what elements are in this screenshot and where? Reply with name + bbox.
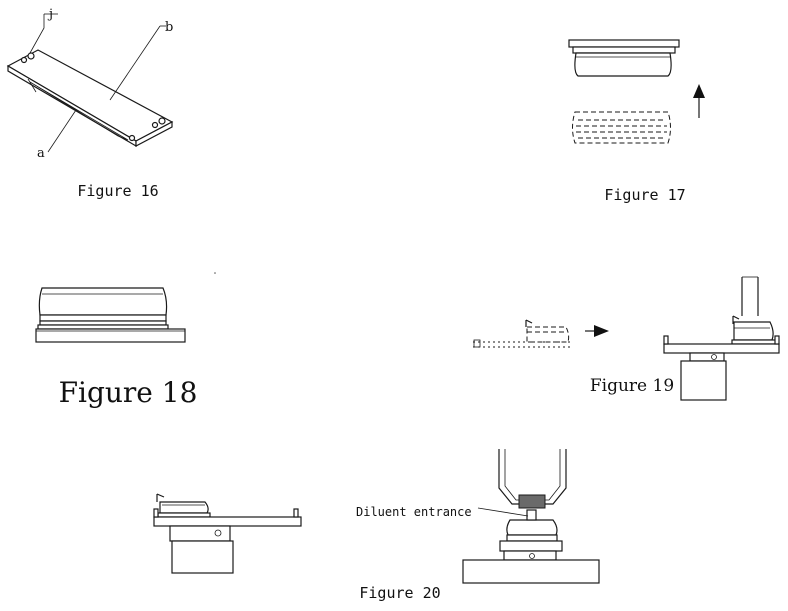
dashed-cup-outline [572, 111, 671, 144]
dashed-tray-with-cup [473, 319, 570, 348]
arrow-up [693, 84, 705, 118]
figure-20-caption: Figure 20 [359, 584, 440, 602]
label-a: a [37, 146, 45, 161]
figure-17-caption: Figure 17 [604, 186, 685, 204]
figure-16: j b a Figure 16 [6, 7, 174, 200]
figure-20-left-assembly [153, 493, 302, 574]
figure-19: Figure 19 [473, 276, 780, 401]
figure-18: Figure 18 [35, 287, 198, 409]
sealed-cup-on-tray [35, 287, 186, 343]
label-b: b [165, 20, 173, 35]
puncture-station [663, 276, 780, 401]
arrow-right [585, 325, 609, 337]
figure-20-right-assembly: Diluent entrance Figure 20 [356, 449, 600, 602]
label-j: j [47, 7, 53, 22]
scan-speck [214, 272, 216, 274]
tray-plate [6, 13, 174, 153]
sample-cup [506, 494, 558, 536]
lid-assembly [568, 39, 680, 77]
diluent-entrance-label: Diluent entrance [356, 505, 472, 519]
figure-18-caption: Figure 18 [59, 376, 198, 409]
figure-19-caption: Figure 19 [590, 376, 674, 396]
station-base [462, 534, 600, 584]
figure-17: Figure 17 [568, 39, 705, 204]
figure-16-caption: Figure 16 [77, 182, 158, 200]
annotation-leader-line [477, 507, 529, 517]
